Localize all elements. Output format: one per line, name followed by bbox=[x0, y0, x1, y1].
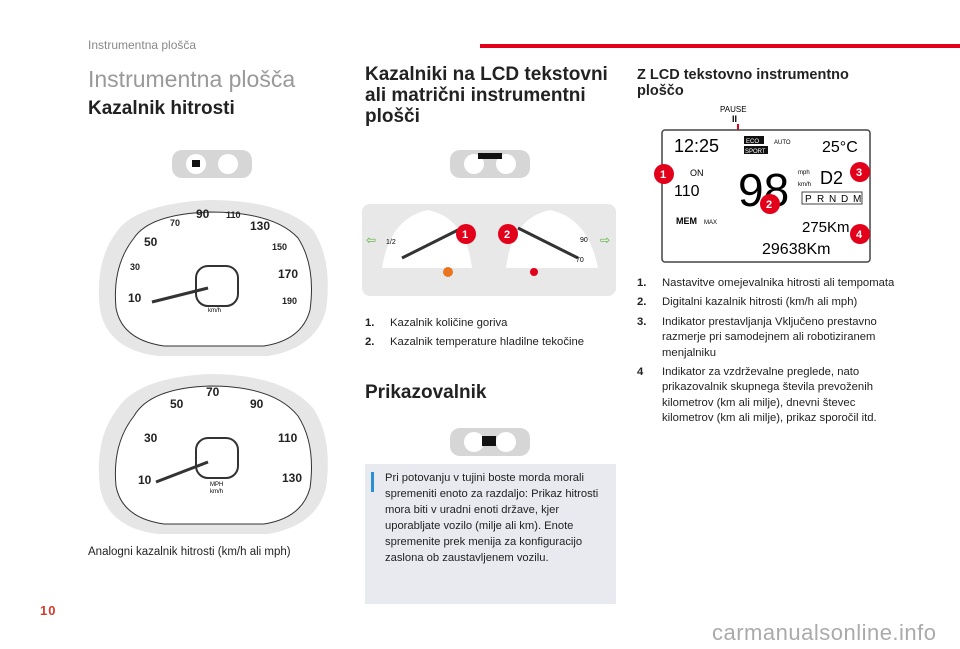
mem-label: MEM bbox=[676, 216, 697, 226]
speedometer-heading: Kazalnik hitrosti bbox=[88, 98, 235, 119]
svg-text:P: P bbox=[805, 194, 812, 205]
lcd-heading: Kazalniki na LCD tekstovni ali matrični … bbox=[365, 64, 608, 127]
list-item: 2.Digitalni kazalnik hitrosti (km/h ali … bbox=[637, 296, 858, 309]
tick-label: 70 bbox=[206, 385, 220, 399]
odometer: 29638Km bbox=[762, 241, 831, 258]
outside-temp: 25°C bbox=[822, 139, 858, 156]
speed-scale-labels: 10 30 50 70 90 110 130 150 170 190 bbox=[128, 207, 298, 306]
fuel-half-label: 1/2 bbox=[386, 239, 396, 246]
pause-symbol: II bbox=[732, 114, 737, 124]
list-item: 1.Kazalnik količine goriva bbox=[365, 317, 508, 329]
callout-2 bbox=[760, 194, 780, 214]
callout-2 bbox=[498, 224, 518, 244]
tick-label: 190 bbox=[282, 296, 297, 306]
sport-badge: SPORT bbox=[745, 149, 766, 155]
set-speed: 110 bbox=[674, 183, 700, 200]
speedometer-caption: Analogni kazalnik hitrosti (km/h ali mph… bbox=[88, 546, 291, 558]
list-item: 2.Kazalnik temperature hladilne tekočine bbox=[365, 336, 585, 349]
svg-text:4: 4 bbox=[856, 229, 863, 241]
speed-unit-mph: MPH bbox=[210, 482, 223, 488]
zlcd-heading: Z LCD tekstovno instrumentno ploščo bbox=[637, 67, 849, 99]
tick-label: 50 bbox=[170, 397, 184, 411]
watermark: carmanualsonline.info bbox=[712, 620, 937, 645]
tick-label: 10 bbox=[138, 473, 152, 487]
svg-text:2: 2 bbox=[504, 229, 510, 241]
tick-label: 130 bbox=[250, 219, 270, 233]
speed-unit-kmh: km/h bbox=[210, 489, 223, 495]
clock: 12:25 bbox=[674, 136, 719, 156]
page-number: 10 bbox=[40, 603, 57, 618]
tick-label: 50 bbox=[144, 235, 158, 249]
callout-4 bbox=[850, 224, 870, 244]
fuel-warning-lamp bbox=[443, 267, 453, 277]
tick-label: 130 bbox=[282, 471, 302, 485]
instrument-thumbnail-icon bbox=[172, 150, 252, 178]
callout-1 bbox=[654, 164, 674, 184]
svg-text:M: M bbox=[853, 194, 861, 205]
info-icon bbox=[371, 472, 378, 492]
tick-label: 90 bbox=[196, 207, 210, 221]
tick-label: 150 bbox=[272, 242, 287, 252]
prnd-strip: P R N D M bbox=[801, 191, 863, 205]
tick-label: 30 bbox=[130, 262, 140, 272]
speedometer-kmh-figure: 10 30 50 70 90 110 130 150 170 190 km/h bbox=[98, 200, 328, 356]
header-accent-bar bbox=[480, 44, 960, 48]
zlcd-legend-list: 1.Nastavitve omejevalnika hitrosti ali t… bbox=[637, 276, 899, 431]
svg-text:3: 3 bbox=[856, 167, 862, 179]
pause-label: PAUSE bbox=[720, 105, 747, 114]
auto-label: AUTO bbox=[774, 140, 791, 146]
tick-label: 30 bbox=[144, 431, 158, 445]
temp-70-label: 70 bbox=[576, 257, 584, 264]
svg-text:⇨: ⇨ bbox=[600, 233, 610, 247]
list-item: 3.Indikator prestavljanja Vključeno pres… bbox=[637, 315, 877, 359]
tick-label: 10 bbox=[128, 291, 142, 305]
svg-text:N: N bbox=[829, 194, 836, 205]
svg-text:1: 1 bbox=[660, 169, 666, 181]
display-thumbnail-icon bbox=[450, 428, 530, 456]
svg-text:2: 2 bbox=[766, 199, 772, 211]
lcd-legend-list: 1.Kazalnik količine goriva 2.Kazalnik te… bbox=[365, 316, 620, 355]
speedometer-mph-figure: 10 30 50 70 90 110 130 MPH km/h bbox=[98, 374, 328, 534]
gear-indicator: D2 bbox=[820, 168, 843, 188]
eco-badge: ECO bbox=[746, 139, 759, 145]
running-header: Instrumentna plošča bbox=[88, 38, 197, 52]
svg-text:⇦: ⇦ bbox=[366, 233, 376, 247]
unit-mph: mph bbox=[798, 170, 810, 176]
callout-1 bbox=[456, 224, 476, 244]
info-box: Pri potovanju v tujini boste morda moral… bbox=[365, 464, 616, 604]
temp-high-label: 90 bbox=[580, 237, 588, 244]
temp-warning-lamp bbox=[530, 268, 538, 276]
tick-label: 170 bbox=[278, 267, 298, 281]
max-label: MAX bbox=[704, 220, 717, 226]
tick-label: 110 bbox=[226, 210, 241, 220]
tick-label: 70 bbox=[170, 218, 180, 228]
tick-label: 110 bbox=[278, 431, 298, 445]
info-text: Pri potovanju v tujini boste morda moral… bbox=[385, 472, 599, 564]
svg-text:D: D bbox=[841, 194, 848, 205]
display-heading: Prikazovalnik bbox=[365, 382, 487, 403]
speed-unit: km/h bbox=[208, 308, 221, 314]
lcd-display-figure: PAUSE II 12:25 ECO SPORT AUTO 25°C ON 11… bbox=[654, 105, 871, 263]
svg-text:1: 1 bbox=[462, 229, 468, 241]
svg-text:R: R bbox=[817, 194, 824, 205]
list-item: 1.Nastavitve omejevalnika hitrosti ali t… bbox=[637, 277, 895, 289]
cruise-on-label: ON bbox=[690, 168, 704, 178]
page-title: Instrumentna plošča bbox=[88, 66, 296, 92]
fuel-temp-gauges-figure: 1/2 90 70 ⇦ ⇨ 1 2 bbox=[362, 204, 616, 296]
tick-label: 90 bbox=[250, 397, 264, 411]
callout-3 bbox=[850, 162, 870, 182]
instrument-thumbnail-icon bbox=[450, 150, 530, 178]
unit-kmh: km/h bbox=[798, 182, 811, 188]
trip-counter: 275Km bbox=[802, 219, 850, 236]
